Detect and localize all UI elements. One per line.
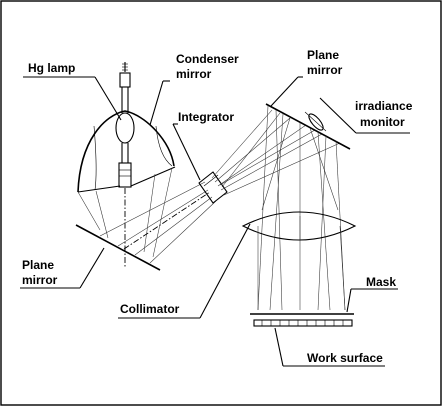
integrator: [198, 171, 228, 204]
hg-lamp: [115, 62, 135, 188]
label-hg-lamp: Hg lamp: [28, 61, 75, 75]
label-mask: Mask: [366, 275, 396, 289]
label-integrator: Integrator: [178, 110, 234, 124]
label-plane-mirror-lower-line2: mirror: [22, 273, 58, 287]
beam-down: [257, 105, 346, 311]
irradiance-monitor: [304, 111, 327, 132]
leader-lines: [20, 76, 410, 367]
beam-to-upper-mirror: [211, 109, 341, 196]
label-plane-mirror-top-line2: mirror: [307, 63, 343, 77]
condenser-mirror: [77, 110, 176, 193]
plane-mirror-lower: [75, 224, 161, 271]
label-condenser-line1: Condenser: [176, 52, 239, 66]
beam-to-integrator: [99, 181, 217, 264]
plane-mirror-upper: [265, 103, 351, 150]
label-plane-mirror-top-line1: Plane: [307, 48, 339, 62]
beam-through-lens: [257, 216, 346, 311]
label-collimator: Collimator: [120, 302, 180, 316]
condenser-beam: [77, 167, 173, 258]
label-irradiance-line1: irradiance: [355, 99, 413, 113]
label-plane-mirror-lower-line1: Plane: [22, 258, 54, 272]
label-irradiance-line2: monitor: [360, 115, 405, 129]
label-condenser-line2: mirror: [176, 67, 212, 81]
work-surface: [253, 319, 353, 327]
label-work-surface: Work surface: [307, 351, 383, 365]
collimator-lens: [241, 211, 357, 241]
